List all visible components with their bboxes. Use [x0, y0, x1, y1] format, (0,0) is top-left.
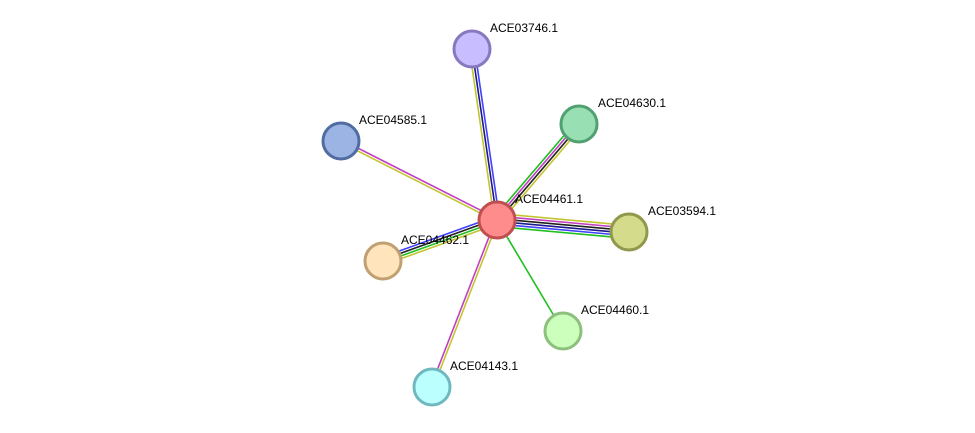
- node-circle[interactable]: [609, 212, 649, 252]
- node-circle[interactable]: [412, 367, 452, 407]
- edge-fusion: [496, 225, 629, 240]
- node-ace03746[interactable]: ACE03746.1: [452, 21, 558, 69]
- edge-textmining: [499, 126, 583, 224]
- edge-neighborhood: [381, 215, 496, 259]
- edge-group-ace04143[interactable]: [430, 219, 499, 388]
- edge-textmining: [468, 49, 496, 221]
- edge-textmining: [432, 220, 499, 388]
- edge-fusion: [496, 219, 564, 332]
- edge-coexpression: [497, 124, 581, 222]
- node-ace04462[interactable]: ACE04462.1: [363, 233, 469, 281]
- node-circle[interactable]: [477, 200, 517, 240]
- edge-group-ace03746[interactable]: [468, 48, 501, 221]
- edge-group-ace03594[interactable]: [496, 212, 630, 240]
- nodes-layer: ACE03746.1ACE04630.1ACE04585.1ACE03594.1…: [321, 21, 716, 407]
- node-ace04585[interactable]: ACE04585.1: [321, 113, 427, 161]
- edge-experiments: [430, 219, 497, 387]
- node-center-ace04461[interactable]: ACE04461.1: [477, 192, 583, 240]
- edge-cooccurrence: [496, 220, 629, 235]
- node-label: ACE04461.1: [515, 192, 583, 206]
- edge-neighborhood: [473, 48, 501, 220]
- node-circle[interactable]: [321, 121, 361, 161]
- node-label: ACE04630.1: [598, 96, 666, 110]
- edge-textmining: [497, 212, 630, 227]
- node-label: ACE03746.1: [490, 21, 558, 35]
- edge-group-ace04630[interactable]: [493, 120, 583, 224]
- node-label: ACE04585.1: [359, 113, 427, 127]
- node-ace03594[interactable]: ACE03594.1: [609, 204, 716, 252]
- node-label: ACE04462.1: [401, 233, 469, 247]
- node-label: ACE04460.1: [581, 303, 649, 317]
- node-ace04460[interactable]: ACE04460.1: [543, 303, 649, 351]
- edges-layer: [340, 48, 630, 388]
- edge-group-ace04585[interactable]: [340, 139, 498, 222]
- node-circle[interactable]: [543, 311, 583, 351]
- edge-experiments: [341, 139, 498, 220]
- edge-fusion: [383, 220, 498, 263]
- edge-experiments: [495, 122, 579, 220]
- node-circle[interactable]: [363, 241, 403, 281]
- node-circle[interactable]: [559, 104, 599, 144]
- node-label: ACE03594.1: [648, 204, 716, 218]
- edge-textmining: [340, 141, 497, 222]
- node-label: ACE04143.1: [450, 359, 518, 373]
- edge-cooccurrence: [471, 48, 498, 221]
- edge-group-ace04460[interactable]: [496, 219, 564, 332]
- edge-coexpression: [497, 217, 630, 232]
- edge-coexpression: [382, 218, 497, 261]
- edge-fusion: [493, 120, 577, 218]
- node-ace04143[interactable]: ACE04143.1: [412, 359, 518, 407]
- edge-experiments: [497, 215, 630, 229]
- node-circle[interactable]: [452, 29, 492, 69]
- node-ace04630[interactable]: ACE04630.1: [559, 96, 666, 144]
- edge-textmining: [384, 222, 499, 266]
- edge-neighborhood: [496, 223, 629, 237]
- edge-group-ace04462[interactable]: [381, 215, 499, 266]
